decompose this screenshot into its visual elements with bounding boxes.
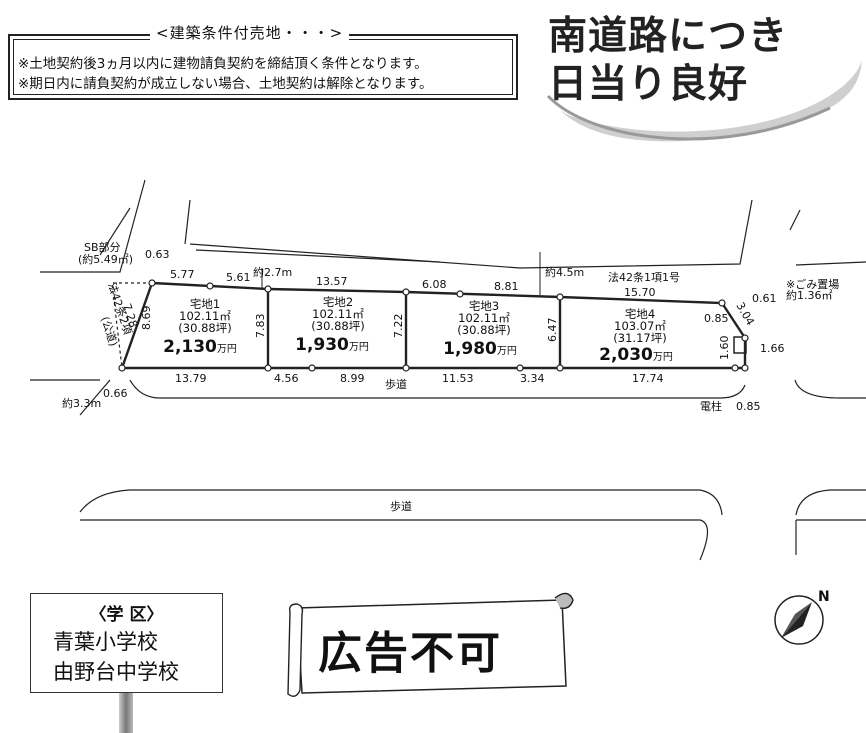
lot-1-tsubo: (30.88坪) xyxy=(178,321,231,335)
lot-2-area: 102.11㎡ xyxy=(312,307,364,321)
lot-3-tsubo: (30.88坪) xyxy=(457,323,510,337)
dim-top-1: 5.77 xyxy=(170,268,195,281)
dim-corner-085a: 0.85 xyxy=(704,312,729,325)
north-compass-icon: N xyxy=(774,589,830,645)
dim-corner-063: 0.63 xyxy=(145,248,170,261)
dim-bottom-3: 8.99 xyxy=(340,372,365,385)
garbage-area xyxy=(733,336,747,354)
garbage-area-label: 約1.36㎡ xyxy=(786,288,833,302)
lot-3-info: 宅地3 102.11㎡ (30.88坪) 1,980万円 xyxy=(443,299,517,359)
dim-corner-085b: 0.85 xyxy=(736,400,761,413)
lot-1-price: 2,130万円 xyxy=(163,337,237,357)
elementary-school: 青葉小学校 xyxy=(53,630,158,654)
width-arrows xyxy=(261,252,541,295)
lot-4-area: 103.07㎡ xyxy=(614,319,666,333)
gap-45-label: 約4.5m xyxy=(545,265,584,279)
road-labels: SB部分 (約5.49㎡) 約2.7m 約4.5m 法42条1項1号 法42条2… xyxy=(62,240,839,513)
slogan-line-2: 日当り良好 xyxy=(548,61,749,107)
dim-top-2: 5.61 xyxy=(226,271,251,284)
garbage-label: ※ごみ置場 xyxy=(786,277,839,291)
lot-4-price: 2,030万円 xyxy=(599,345,673,365)
dim-top-4: 6.08 xyxy=(422,278,447,291)
dim-bottom-5: 3.34 xyxy=(520,372,545,385)
lot-2-price: 1,930万円 xyxy=(295,335,369,355)
sb-area-label: (約5.49㎡) xyxy=(78,252,133,266)
banner-scroll xyxy=(287,592,574,697)
sidewalk-label-1: 歩道 xyxy=(385,377,407,391)
dim-top-3: 13.57 xyxy=(316,275,348,288)
slogan-swoosh xyxy=(560,60,862,142)
sb-label: SB部分 xyxy=(84,240,121,254)
dim-corner-061: 0.61 xyxy=(752,292,777,305)
dim-corner-066: 0.66 xyxy=(103,387,128,400)
lot-4-info: 宅地4 103.07㎡ (31.17坪) 2,030万円 xyxy=(599,307,673,365)
dim-side-4: 6.47 xyxy=(546,318,559,343)
condition-line-1: ※土地契約後3ヵ月以内に建物請負契約を締結頂く条件となります。 xyxy=(18,56,428,72)
lot-3-area: 102.11㎡ xyxy=(458,311,510,325)
lot-2-name: 宅地2 xyxy=(323,295,353,309)
dim-side-5: 1.60 xyxy=(718,336,731,361)
boundary-markers xyxy=(118,279,749,372)
dim-side-1: 8.69 xyxy=(140,306,153,331)
school-district-sign: 〈学 区〉 青葉小学校 由野台中学校 xyxy=(30,593,223,693)
lot-2-info: 宅地2 102.11㎡ (30.88坪) 1,930万円 xyxy=(295,295,369,355)
dim-bottom-2: 4.56 xyxy=(274,372,299,385)
school-district-title: 〈学 区〉 xyxy=(89,605,164,625)
dim-top-5: 8.81 xyxy=(494,280,519,293)
junior-high-school: 由野台中学校 xyxy=(53,660,179,684)
building-conditions-title: <建築条件付売地・・・> xyxy=(150,22,350,43)
law-label: 法42条1項1号 xyxy=(608,270,680,284)
lot-4-tsubo: (31.17坪) xyxy=(613,331,666,345)
condition-line-2: ※期日内に請負契約が成立しない場合、土地契約は解除となります。 xyxy=(18,76,433,92)
lot-3-name: 宅地3 xyxy=(469,299,499,313)
dim-side-2: 7.83 xyxy=(254,314,267,339)
lot-1-name: 宅地1 xyxy=(190,297,220,311)
dim-corner-166: 1.66 xyxy=(760,342,785,355)
road-outlines xyxy=(30,179,866,561)
sb-area-line xyxy=(111,282,152,369)
sidewalk-label-2: 歩道 xyxy=(390,499,412,513)
lot-2-tsubo: (30.88坪) xyxy=(311,319,364,333)
sunlight-slogan: 南道路につき 日当り良好 xyxy=(548,12,788,108)
lot-3-price: 1,980万円 xyxy=(443,339,517,359)
slogan-line-1: 南道路につき xyxy=(548,13,789,59)
left-road-width-label: 約3.3m xyxy=(62,396,101,410)
dim-top-6: 15.70 xyxy=(624,286,656,299)
dimension-labels: 5.77 5.61 13.57 6.08 8.81 15.70 13.79 4.… xyxy=(103,248,785,413)
sign-pole xyxy=(119,693,133,733)
utility-pole-label: 電柱 xyxy=(700,399,722,413)
dim-side-3: 7.22 xyxy=(392,314,405,339)
lot-1-info: 宅地1 102.11㎡ (30.88坪) 2,130万円 xyxy=(163,297,237,357)
dim-bottom-1: 13.79 xyxy=(175,372,207,385)
gap-27-label: 約2.7m xyxy=(253,265,292,279)
lot-1-area: 102.11㎡ xyxy=(179,309,231,323)
slogan-swoosh-2 xyxy=(546,94,831,141)
dim-bottom-4: 11.53 xyxy=(442,372,474,385)
north-label: N xyxy=(818,589,830,605)
dim-bottom-6: 17.74 xyxy=(632,372,664,385)
no-advertising-banner: 広告不可 xyxy=(318,628,502,679)
lot-4-name: 宅地4 xyxy=(625,307,655,321)
